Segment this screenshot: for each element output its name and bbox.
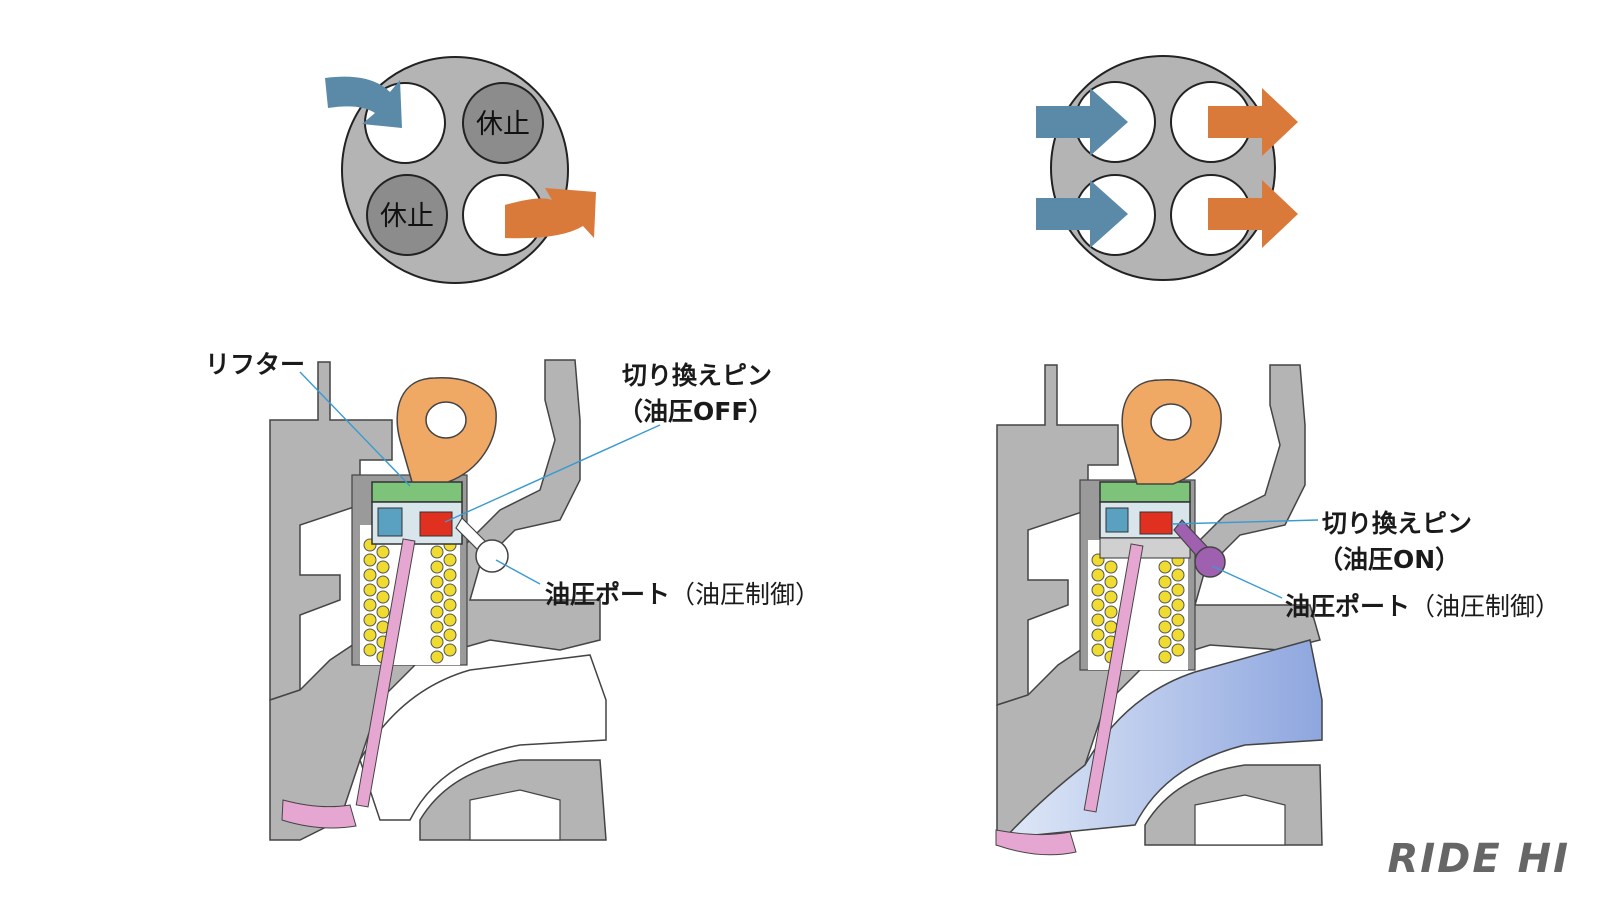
valve xyxy=(281,538,416,829)
pin-label-left: 切り換えピン xyxy=(622,361,773,390)
intake-arrow-icon xyxy=(1036,180,1128,248)
pin-label-right: 切り換えピン xyxy=(1322,509,1473,538)
oil-port-label-right: 油圧ポート（油圧制御） xyxy=(1285,587,1560,623)
pin-state-off: （油圧OFF） xyxy=(618,397,774,426)
lifter-label: リフター xyxy=(205,350,306,379)
stop-label: 休止 xyxy=(476,109,530,140)
exhaust-arrow-icon xyxy=(1208,180,1298,248)
oil-port xyxy=(475,539,509,573)
left-cylinder-head xyxy=(269,359,607,841)
oil-port-text: 油圧ポート xyxy=(1285,592,1411,621)
brand-logo: RIDE HI xyxy=(1387,836,1570,882)
valve xyxy=(995,543,1144,856)
exhaust-arrow-icon xyxy=(505,188,596,239)
valve-spring xyxy=(1091,553,1185,664)
left-exhaust-valve-stopped xyxy=(366,174,448,256)
intake-flow xyxy=(1003,639,1323,839)
right-cylinder-head xyxy=(995,364,1323,856)
camshaft-lobe xyxy=(1121,379,1222,485)
oil-port-text: 油圧ポート xyxy=(545,580,671,609)
exhaust-arrow-icon xyxy=(1208,88,1298,156)
switching-pin-on xyxy=(1139,511,1173,535)
intake-arrow-icon xyxy=(1036,88,1128,156)
stop-label: 休止 xyxy=(380,201,434,232)
valve-spring xyxy=(363,538,457,664)
leader-lines-right xyxy=(1171,519,1319,599)
left-valve-disc: 休止 休止 xyxy=(325,56,596,284)
intake-arrow-icon xyxy=(325,76,402,128)
oil-port-paren: （油圧制御） xyxy=(1410,592,1561,621)
switching-pin-off xyxy=(419,511,453,537)
oil-port xyxy=(1194,546,1226,578)
pin-state-on: （油圧ON） xyxy=(1318,545,1461,574)
left-intake-valve-stopped xyxy=(462,82,544,164)
lifter xyxy=(1099,481,1191,559)
oil-port-label-left: 油圧ポート（油圧制御） xyxy=(545,575,820,611)
right-valve-disc xyxy=(1036,55,1298,281)
leader-lines-left xyxy=(299,371,661,585)
intake-port xyxy=(359,654,607,821)
lifter xyxy=(371,481,463,545)
oil-port-paren: （油圧制御） xyxy=(670,580,821,609)
camshaft-lobe xyxy=(396,377,497,483)
